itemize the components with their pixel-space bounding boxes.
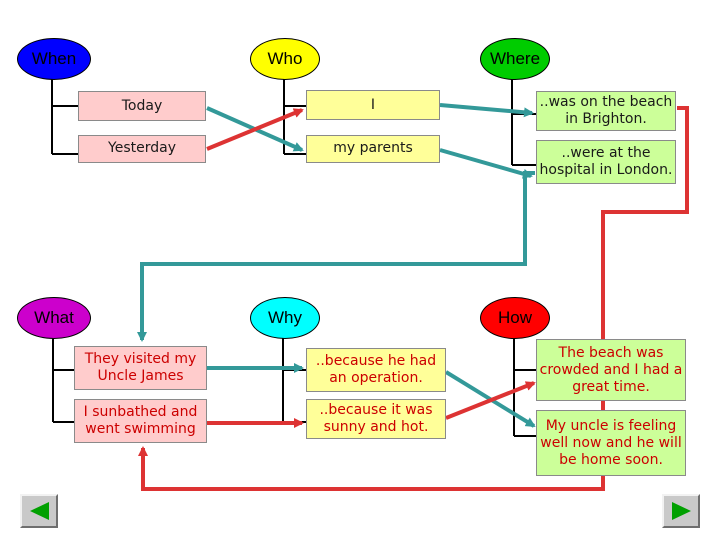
who-item-my-parents: my parents: [306, 135, 440, 163]
who-item-i: I: [306, 90, 440, 120]
arrow-hospital-to-they-visited: [137, 171, 535, 342]
heading-how: How: [480, 297, 550, 339]
why-item-sunny: ..because it was sunny and hot.: [306, 399, 446, 439]
what-item-visited-uncle: They visited my Uncle James: [74, 346, 207, 390]
arrow-yesterday-to-i: [206, 108, 304, 151]
arrow-brighton-to-sunbathed: [138, 106, 689, 491]
tree-line-why: [282, 337, 306, 423]
heading-where: Where: [480, 38, 550, 80]
arrow-my-parents-to-hospital: [439, 148, 533, 179]
arrow-sunny-to-beach-crowded: [445, 381, 536, 420]
what-item-sunbathed: I sunbathed and went swimming: [74, 399, 207, 443]
arrow-i-to-brighton: [439, 103, 534, 118]
triangle-right-icon: [672, 502, 691, 520]
how-item-uncle-well: My uncle is feeling well now and he will…: [536, 410, 686, 476]
heading-when: When: [17, 38, 91, 80]
tree-line-how: [513, 337, 536, 437]
when-item-today: Today: [78, 91, 206, 121]
when-item-yesterday: Yesterday: [78, 135, 206, 163]
how-item-beach-crowded: The beach was crowded and I had a great …: [536, 339, 686, 401]
tree-line-what: [52, 337, 74, 423]
why-item-operation: ..because he had an operation.: [306, 348, 446, 392]
forward-button[interactable]: [662, 494, 700, 528]
heading-what: What: [17, 297, 91, 339]
where-item-brighton: ..was on the beach in Brighton.: [536, 91, 676, 131]
back-button[interactable]: [20, 494, 58, 528]
triangle-left-icon: [30, 502, 49, 520]
heading-who: Who: [250, 38, 320, 80]
heading-why: Why: [250, 297, 320, 339]
tree-line-when: [51, 78, 78, 155]
tree-line-where: [511, 78, 536, 166]
where-item-hospital: ..were at the hospital in London.: [536, 140, 676, 184]
